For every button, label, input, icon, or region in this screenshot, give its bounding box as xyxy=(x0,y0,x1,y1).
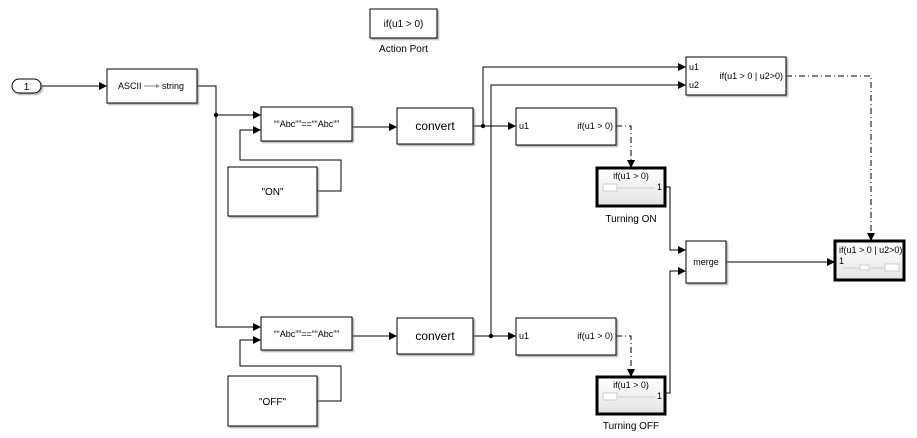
subsystem-label: if(u1 > 0) xyxy=(613,171,649,181)
action-port-label: if(u1 > 0) xyxy=(384,19,424,30)
action-port-caption: Action Port xyxy=(379,44,428,55)
constant-on[interactable]: "ON" xyxy=(227,166,318,217)
action-line-off[interactable] xyxy=(616,335,635,377)
port-icon xyxy=(602,392,618,401)
if-block-top[interactable]: u1 if(u1 > 0) xyxy=(515,107,617,146)
string-compare-bottom[interactable]: ““Abc””==““Abc”” xyxy=(260,316,353,351)
convert-label: convert xyxy=(415,119,455,133)
turning-on-subsystem[interactable]: if(u1 > 0) 1 Turning ON xyxy=(595,166,667,225)
string-compare-top[interactable]: ““Abc””==““Abc”” xyxy=(260,106,353,142)
merge-block[interactable]: merge xyxy=(685,240,727,284)
turning-off-subsystem[interactable]: if(u1 > 0) 1 Turning OFF xyxy=(595,375,667,432)
subsystem-label: if(u1 > 0) xyxy=(613,380,649,390)
action-port-block[interactable]: if(u1 > 0) Action Port xyxy=(369,8,438,55)
convert-bottom[interactable]: convert xyxy=(396,317,474,355)
final-action-subsystem[interactable]: if(u1 > 0 | u2>0) 1 xyxy=(833,239,906,282)
port-icon xyxy=(859,264,870,271)
string-label: string xyxy=(162,81,184,91)
port-icon xyxy=(884,263,900,272)
port-icon xyxy=(602,183,618,192)
if-block-or[interactable]: u1 u2 if(u1 > 0 | u2>0) xyxy=(685,56,787,96)
convert-top[interactable]: convert xyxy=(396,107,474,145)
line-off-compare[interactable] xyxy=(239,336,342,402)
inport-1[interactable]: 1 xyxy=(11,78,42,94)
line-on-compare[interactable] xyxy=(239,126,342,192)
subsystem-caption: Turning OFF xyxy=(603,421,659,432)
subsystem-caption: Turning ON xyxy=(605,214,656,225)
branch-point xyxy=(213,112,219,118)
ascii-label: ASCII xyxy=(118,81,142,91)
if-output-label: if(u1 > 0) xyxy=(577,331,613,341)
if-input-label: u2 xyxy=(689,80,699,90)
subsystem-port-label: 1 xyxy=(657,391,662,401)
action-line-on[interactable] xyxy=(616,125,635,168)
if-input-label: u1 xyxy=(519,121,529,131)
inport-label: 1 xyxy=(24,82,30,93)
constant-off[interactable]: "OFF" xyxy=(227,375,318,427)
subsystem-label: if(u1 > 0 | u2>0) xyxy=(839,245,902,255)
line-to-or-u1[interactable] xyxy=(482,63,686,126)
action-line-or[interactable] xyxy=(786,75,875,241)
constant-label: "OFF" xyxy=(259,397,287,408)
if-output-label: if(u1 > 0 | u2>0) xyxy=(720,71,783,81)
signal-lines xyxy=(41,63,875,402)
line-to-or-u2[interactable] xyxy=(490,81,686,336)
line-off-merge[interactable] xyxy=(665,267,686,394)
if-input-label: u1 xyxy=(519,331,529,341)
subsystem-port-label: 1 xyxy=(839,256,844,266)
ascii-to-string-block[interactable]: ASCII string xyxy=(106,68,198,104)
subsystem-port-label: 1 xyxy=(657,182,662,192)
if-input-label: u1 xyxy=(689,62,699,72)
line-on-merge[interactable] xyxy=(665,186,686,254)
line-ascii-compare-bottom[interactable] xyxy=(197,85,261,331)
convert-label: convert xyxy=(415,329,455,343)
compare-label: ““Abc””==““Abc”” xyxy=(274,329,340,339)
constant-label: "ON" xyxy=(261,187,284,198)
if-block-bottom[interactable]: u1 if(u1 > 0) xyxy=(515,317,617,356)
compare-label: ““Abc””==““Abc”” xyxy=(274,119,340,129)
merge-label: merge xyxy=(693,257,719,267)
if-output-label: if(u1 > 0) xyxy=(577,121,613,131)
